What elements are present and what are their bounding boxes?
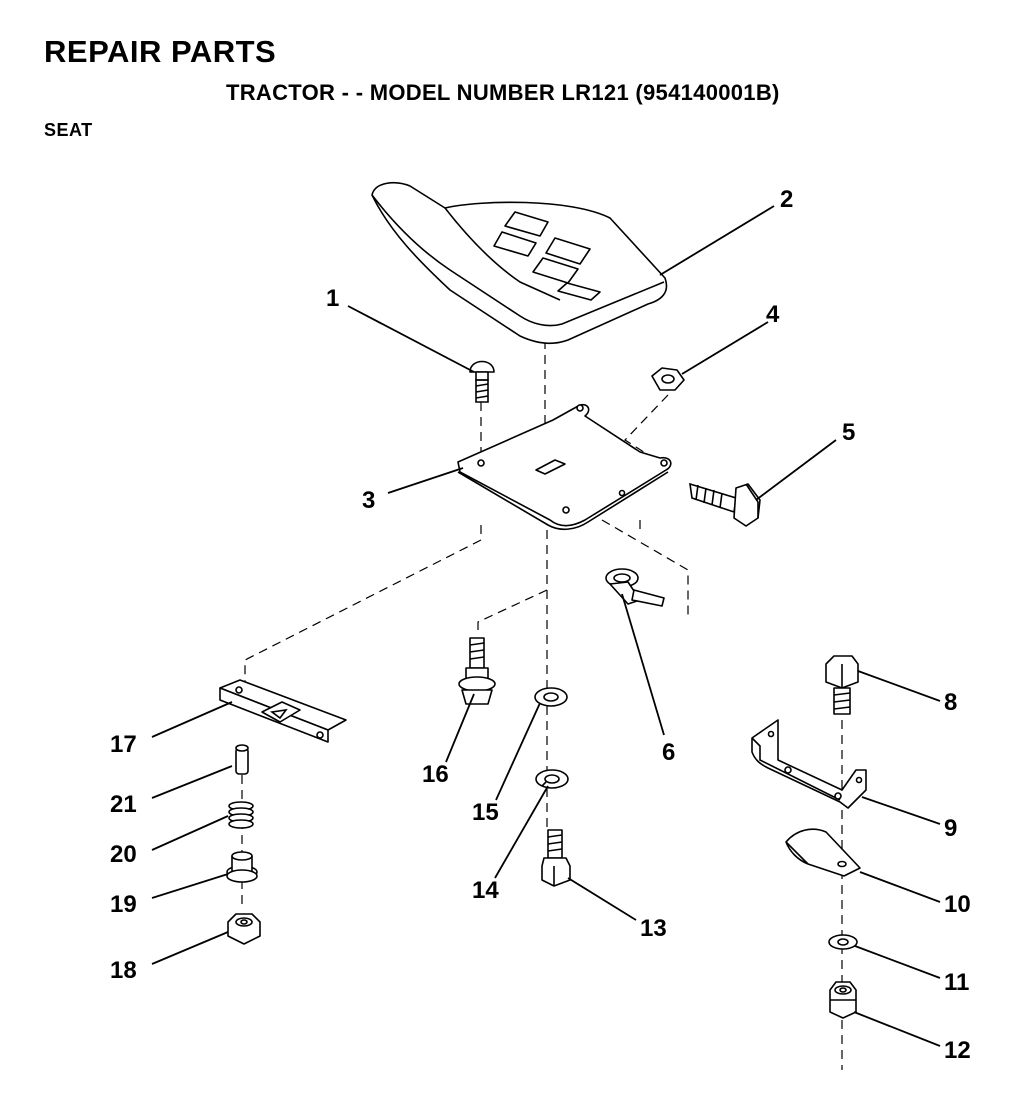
callout-4: 4 [766,301,780,328]
seat-pads [493,211,601,301]
carriage-bolt-part [469,360,495,403]
spring-part [228,801,254,829]
shoulder-bolt-part [458,637,496,705]
callout-14: 14 [472,877,499,904]
hex-bolt-13-part [541,829,571,887]
seat-bracket-part [457,403,672,531]
seat-part [371,181,668,345]
callout-5: 5 [842,419,855,446]
slide-rail-part [219,679,347,743]
lock-nut-part [829,981,857,1019]
leader-lines [151,205,941,1047]
callout-18: 18 [110,957,137,984]
model-subtitle: TRACTOR - - MODEL NUMBER LR121 (95414000… [226,80,780,105]
bushing-part [226,851,258,883]
callout-9: 9 [944,815,957,842]
callout-21: 21 [110,791,137,818]
mount-bracket-part [751,719,867,809]
callout-3: 3 [362,487,375,514]
callout-19: 19 [110,891,137,918]
hex-bolt-8-part [825,655,859,715]
page-title: REPAIR PARTS [44,34,277,69]
plate-part [785,828,861,877]
callout-10: 10 [944,891,971,918]
callout-17: 17 [110,731,137,758]
flange-nut-part [227,913,261,945]
hex-nut-part [651,367,685,391]
hex-bolt-part [689,482,761,527]
callout-20: 20 [110,841,137,868]
callout-1: 1 [326,285,339,312]
callout-16: 16 [422,761,449,788]
callout-12: 12 [944,1037,971,1064]
washer-11-part [828,934,858,950]
callout-8: 8 [944,689,957,716]
section-label: SEAT [44,120,93,140]
lock-washer-part [535,769,569,789]
cable-clip-part [605,568,665,607]
callout-numbers: 1 2 3 4 5 6 8 9 10 11 12 13 14 15 16 17 … [110,186,971,1064]
callout-2: 2 [780,186,793,213]
callout-13: 13 [640,915,667,942]
callout-6: 6 [662,739,675,766]
pin-part [235,744,249,775]
callout-11: 11 [944,969,969,996]
flat-washer-part [534,687,568,707]
callout-15: 15 [472,799,499,826]
